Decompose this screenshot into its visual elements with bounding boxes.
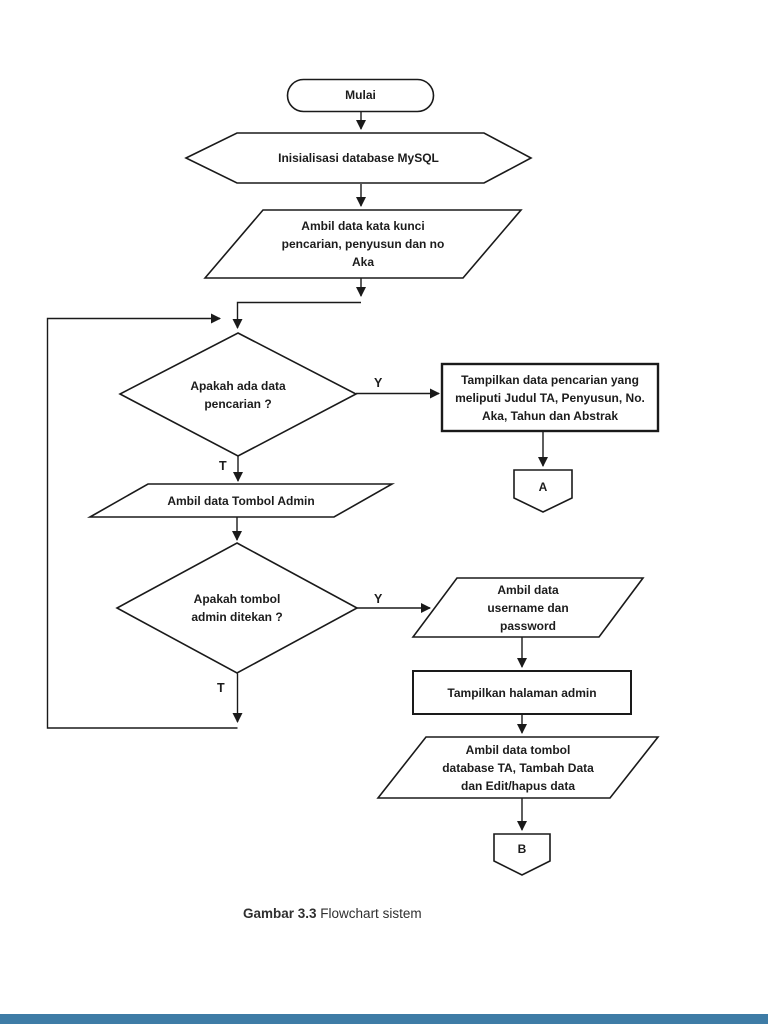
figure-caption: Gambar 3.3 Flowchart sistem bbox=[243, 906, 422, 921]
page-divider-bar bbox=[0, 1014, 768, 1024]
figure-caption-text: Flowchart sistem bbox=[316, 906, 422, 921]
decision1-no-label: T bbox=[219, 459, 227, 473]
io-input-admin-button-shape bbox=[86, 483, 396, 518]
decision2-no-label: T bbox=[217, 681, 225, 695]
decision-search-shape bbox=[118, 332, 358, 457]
preparation-init-shape bbox=[184, 132, 533, 184]
flow-shapes bbox=[86, 78, 660, 876]
process-display-admin-shape bbox=[412, 670, 632, 715]
decision1-yes-label: Y bbox=[374, 376, 383, 390]
io-input-admin-tools-shape bbox=[376, 736, 660, 799]
flow-arrows bbox=[46, 112, 548, 831]
io-input-search-shape bbox=[203, 209, 523, 279]
io-input-credentials-shape bbox=[411, 577, 645, 638]
figure-caption-number: Gambar 3.3 bbox=[243, 906, 317, 921]
process-display-search-shape bbox=[440, 362, 660, 433]
offpage-connector-a-shape bbox=[513, 469, 573, 513]
decision-admin-shape bbox=[115, 542, 359, 674]
loop-back-line bbox=[46, 313, 238, 729]
decision2-yes-label: Y bbox=[374, 592, 383, 606]
arrow-jog-to-decision1 bbox=[232, 301, 361, 329]
terminator-start-shape bbox=[286, 78, 435, 113]
offpage-connector-b-shape bbox=[493, 833, 551, 876]
